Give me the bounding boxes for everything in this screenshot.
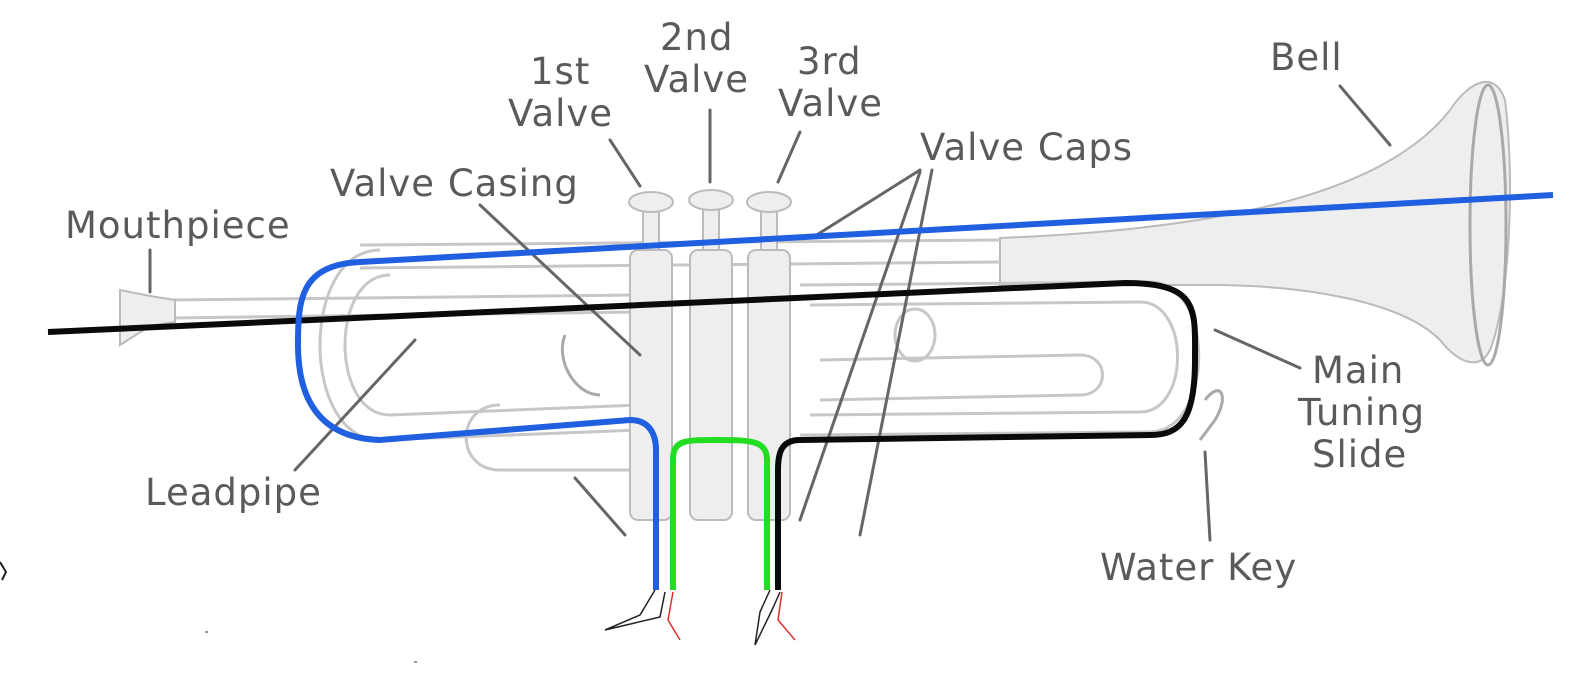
label-main-tuning-slide-line2: Tuning bbox=[1297, 391, 1425, 434]
leadpipe-tube bbox=[170, 295, 640, 300]
leader-main-tuning-slide bbox=[1215, 330, 1300, 368]
valve-button-1 bbox=[629, 192, 673, 212]
label-valve-caps: Valve Caps bbox=[920, 126, 1133, 169]
valve-casing-2 bbox=[690, 250, 732, 520]
leader-water-key bbox=[1205, 452, 1210, 540]
leader-valve-caps-b bbox=[860, 170, 932, 535]
leader-valve-caps-a bbox=[815, 170, 920, 236]
label-first-valve-line1: 1st bbox=[530, 50, 590, 93]
wire-left-black bbox=[605, 590, 665, 630]
wire-right-red bbox=[778, 592, 795, 640]
water-key-shape bbox=[1200, 391, 1222, 440]
label-third-valve-line1: 3rd bbox=[797, 40, 862, 83]
leader-first-valve bbox=[610, 140, 640, 186]
valve-button-2 bbox=[689, 190, 733, 210]
finger-hook bbox=[562, 335, 600, 395]
label-bell: Bell bbox=[1270, 36, 1343, 79]
leader-third-valve bbox=[778, 132, 800, 182]
label-water-key: Water Key bbox=[1100, 546, 1297, 589]
lower-slide bbox=[466, 405, 650, 470]
top-pipe-lower bbox=[360, 262, 1000, 268]
label-leadpipe: Leadpipe bbox=[145, 471, 322, 514]
corner-mark bbox=[0, 562, 6, 580]
third-slide bbox=[820, 355, 1103, 400]
label-third-valve-line2: Valve bbox=[778, 82, 883, 125]
third-valve-ring bbox=[895, 309, 935, 361]
black-air-path bbox=[48, 283, 1195, 590]
label-main-tuning-slide-line3: Slide bbox=[1312, 433, 1407, 476]
leader-valve-casing bbox=[480, 205, 640, 355]
label-valve-casing: Valve Casing bbox=[330, 162, 579, 205]
wire-left-red bbox=[668, 592, 680, 640]
leader-bell bbox=[1340, 86, 1390, 145]
mouthpiece-shape bbox=[120, 290, 175, 345]
label-second-valve-line1: 2nd bbox=[660, 16, 733, 59]
label-first-valve-line2: Valve bbox=[508, 92, 613, 135]
wire-ends bbox=[605, 590, 795, 645]
label-mouthpiece: Mouthpiece bbox=[65, 204, 291, 247]
leader-valve-caps-c bbox=[800, 172, 920, 520]
valve-button-3 bbox=[747, 192, 791, 212]
label-second-valve-line2: Valve bbox=[644, 58, 749, 101]
label-main-tuning-slide-line1: Main bbox=[1312, 349, 1404, 392]
wire-right-black bbox=[755, 590, 780, 645]
trumpet-drawing bbox=[120, 82, 1510, 520]
leader-lower-slide bbox=[575, 478, 625, 535]
valve-casing-1 bbox=[630, 250, 672, 520]
